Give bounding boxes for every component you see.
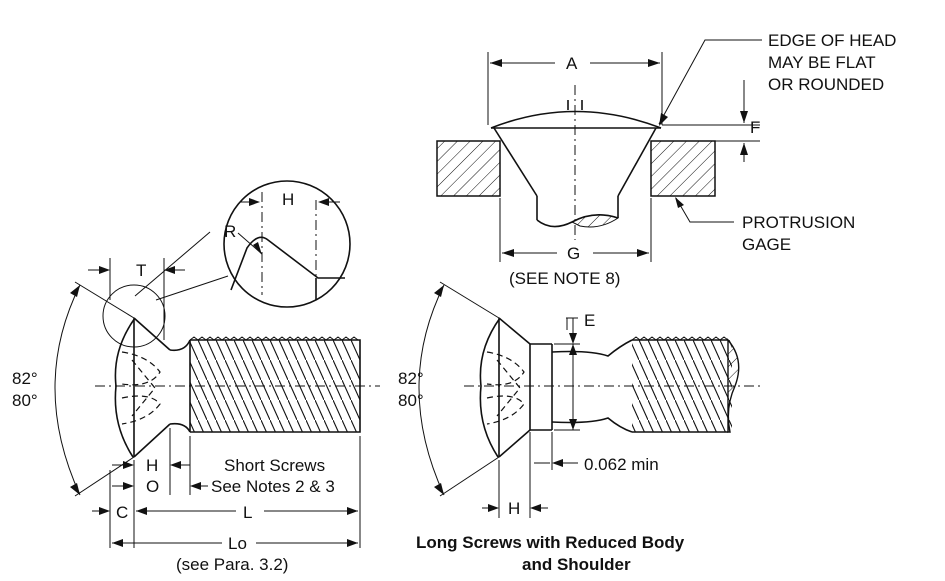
label-O: O	[146, 477, 159, 496]
label-T: T	[136, 261, 146, 280]
gage-block-right	[650, 140, 716, 197]
angle-left-82: 82°	[12, 369, 38, 388]
caption-line1: Long Screws with Reduced Body	[416, 533, 685, 552]
short-screw-view	[54, 258, 380, 548]
gage-block-left	[436, 140, 501, 197]
see-note-8: (SEE NOTE 8)	[509, 269, 620, 288]
label-H-right: H	[508, 499, 520, 518]
edge-of-head-line1: EDGE OF HEAD	[768, 31, 896, 50]
label-E: E	[584, 311, 595, 330]
protrusion-gage-line1: PROTRUSION	[742, 213, 855, 232]
label-A: A	[566, 54, 578, 73]
label-H-left: H	[146, 456, 158, 475]
angle-left-80: 80°	[12, 391, 38, 410]
label-H-detail: H	[282, 190, 294, 209]
angle-right-80: 80°	[398, 391, 424, 410]
short-screws-line1: Short Screws	[224, 456, 325, 475]
long-screw-view	[418, 281, 760, 518]
label-R: R	[224, 222, 236, 241]
protrusion-gage-view	[436, 39, 762, 262]
label-F: F	[750, 118, 760, 137]
see-para: (see Para. 3.2)	[176, 555, 288, 574]
label-L: L	[243, 503, 252, 522]
edge-of-head-line3: OR ROUNDED	[768, 75, 884, 94]
angle-right-82: 82°	[398, 369, 424, 388]
short-screws-line2: See Notes 2 & 3	[211, 477, 335, 496]
label-Lo-text: Lo	[228, 534, 247, 553]
label-Lo: Lo	[228, 534, 247, 553]
thread-detail-circle	[102, 180, 351, 348]
label-C: C	[116, 503, 128, 522]
edge-of-head-line2: MAY BE FLAT	[768, 53, 876, 72]
min-062: 0.062 min	[584, 455, 659, 474]
label-G: G	[567, 244, 580, 263]
caption-line2: and Shoulder	[522, 555, 631, 574]
protrusion-gage-line2: GAGE	[742, 235, 791, 254]
